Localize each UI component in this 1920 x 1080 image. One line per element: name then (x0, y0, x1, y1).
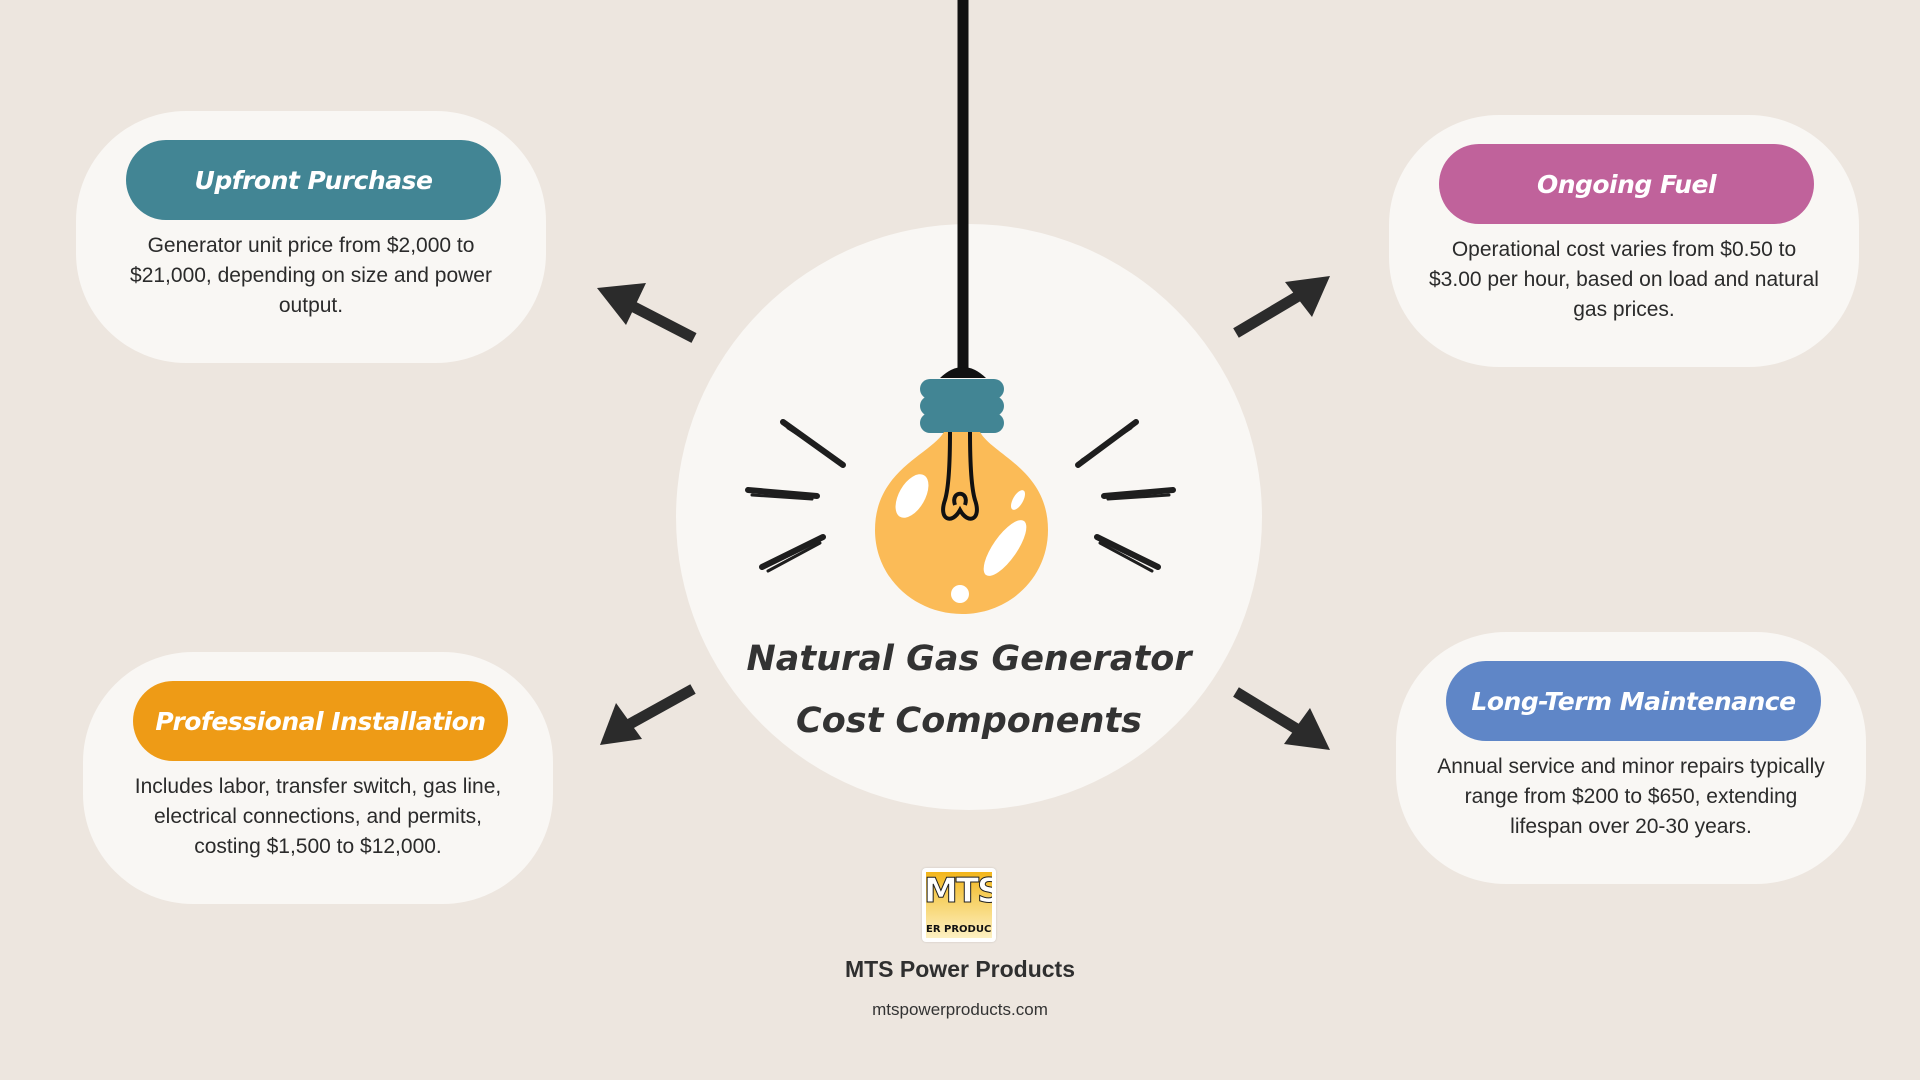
brand-url: mtspowerproducts.com (872, 1000, 1048, 1019)
light-rays-right (1075, 419, 1176, 573)
card-ongoing-fuel: Ongoing Fuel Operational cost varies fro… (1389, 115, 1859, 367)
text-ongoing-fuel: Operational cost varies from $0.50 to $3… (1429, 238, 1819, 321)
text-professional-installation: Includes labor, transfer switch, gas lin… (134, 775, 502, 858)
logo-subtext: ER PRODUC (926, 924, 992, 935)
label-upfront-purchase: Upfront Purchase (126, 140, 501, 220)
brand-logo: MTS ER PRODUC (922, 868, 996, 942)
label-ongoing-fuel: Ongoing Fuel (1439, 144, 1814, 224)
text-long-term-maintenance: Annual service and minor repairs typical… (1437, 755, 1825, 838)
label-long-term-maintenance: Long-Term Maintenance (1446, 661, 1821, 741)
arrow-down-left-icon (600, 684, 696, 745)
title-line-1: Natural Gas Generator (746, 639, 1192, 679)
card-upfront-purchase: Upfront Purchase Generator unit price fr… (76, 111, 546, 363)
arrow-up-left-icon (597, 283, 697, 343)
diagram-title: Natural Gas Generator Cost Components (740, 628, 1198, 752)
text-upfront-purchase: Generator unit price from $2,000 to $21,… (130, 234, 492, 317)
brand-name: MTS Power Products (844, 956, 1076, 982)
arrow-up-right-icon (1233, 276, 1330, 338)
logo-letters: MTS (926, 872, 992, 911)
label-professional-installation: Professional Installation (133, 681, 508, 761)
light-rays-left (745, 419, 846, 573)
arrow-down-right-icon (1233, 687, 1330, 750)
title-line-2: Cost Components (796, 701, 1142, 741)
card-professional-installation: Professional Installation Includes labor… (83, 652, 553, 904)
card-long-term-maintenance: Long-Term Maintenance Annual service and… (1396, 632, 1866, 884)
light-bulb-icon (875, 367, 1048, 614)
